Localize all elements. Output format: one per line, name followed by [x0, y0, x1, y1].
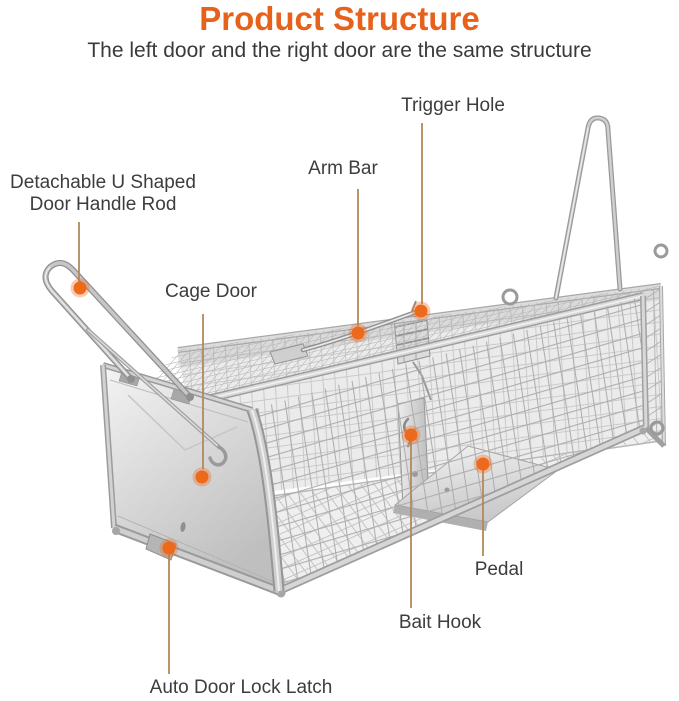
arm-bar-bracket [269, 343, 309, 365]
door-slot-hole [180, 522, 186, 532]
page-subtitle: The left door and the right door are the… [87, 39, 592, 62]
right-end-wire-curl-top [653, 243, 669, 259]
label-cage-door: Cage Door [165, 281, 257, 302]
rear-rail-wire-loop [501, 288, 519, 306]
label-auto-door-lock-latch: Auto Door Lock Latch [149, 677, 333, 698]
dot-cage-door [192, 467, 212, 487]
cage-foot [112, 527, 120, 535]
rear-handle-rod [501, 115, 623, 306]
cage-foot [639, 427, 647, 435]
door-hook-end [208, 445, 228, 467]
label-trigger-hole: Trigger Hole [401, 95, 505, 116]
dot-pedal [473, 454, 493, 474]
dot-door-handle-rod [70, 278, 90, 298]
marker-dots [70, 278, 493, 558]
leader-lines [78, 123, 484, 674]
u-shaped-door-handle-rod [42, 260, 228, 467]
dot-arm-bar [348, 323, 368, 343]
label-arm-bar: Arm Bar [308, 158, 378, 179]
label-detachable-u-shaped-door-handle-rod: Detachable U Shaped Door Handle Rod [10, 172, 196, 216]
right-end-wire-curl-bottom [649, 420, 665, 436]
dot-auto-door-lock-latch [159, 538, 179, 558]
cage-right-end [640, 243, 669, 448]
door-crease [127, 394, 238, 451]
label-bait-hook: Bait Hook [398, 612, 482, 633]
header: Product Structure The left door and the … [0, 0, 679, 63]
page-title: Product Structure [199, 0, 480, 37]
cage-front-mesh [252, 296, 645, 591]
label-pedal: Pedal [474, 559, 524, 580]
dot-trigger-hole [411, 301, 431, 321]
dot-bait-hook [401, 425, 421, 445]
